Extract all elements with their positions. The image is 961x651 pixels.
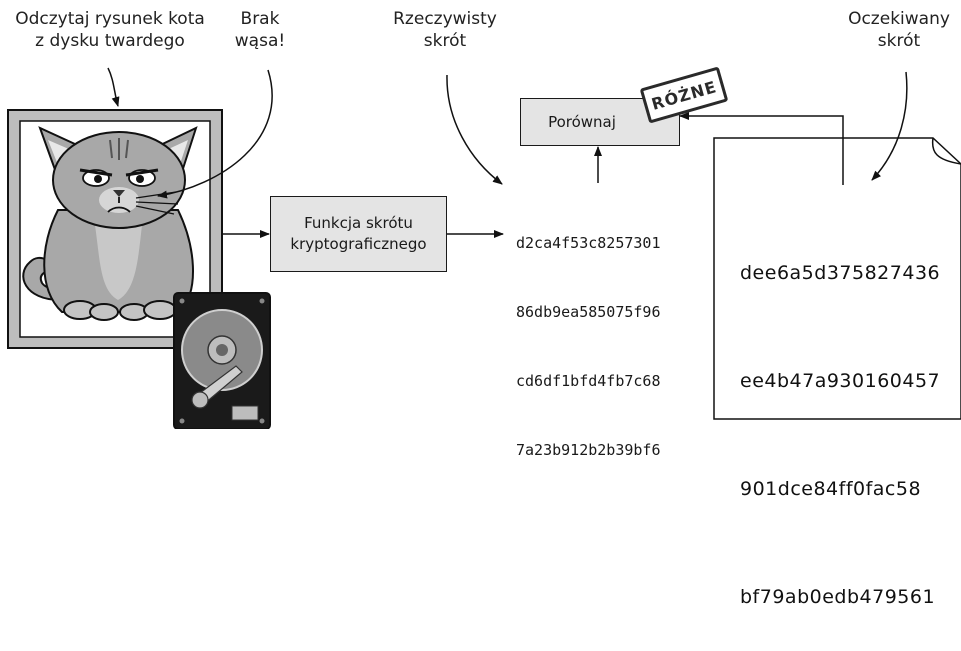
expected-hash-line: 901dce84ff0fac58 bbox=[740, 478, 922, 500]
hard-drive-icon bbox=[173, 292, 271, 429]
actual-hash-line: 7a23b912b2b39bf6 bbox=[516, 441, 661, 459]
label-actual-hash: Rzeczywisty skrót bbox=[393, 9, 497, 51]
callout-arrows bbox=[107, 67, 908, 199]
hash-function-box: Funkcja skrótu kryptograficznego bbox=[270, 196, 447, 272]
label-expected-hash: Oczekiwany skrót bbox=[848, 9, 950, 51]
expected-hash-line: dee6a5d375827436 bbox=[740, 262, 941, 284]
hash-function-label: Funkcja skrótu kryptograficznego bbox=[290, 214, 427, 253]
expected-hash-line: ee4b47a930160457 bbox=[740, 370, 941, 392]
actual-hash-line: 86db9ea585075f96 bbox=[516, 303, 661, 321]
label-read-cat: Odczytaj rysunek kota z dysku twardego bbox=[15, 9, 205, 51]
expected-hash-value: dee6a5d375827436 ee4b47a930160457 901dce… bbox=[740, 183, 940, 651]
diagram-drawing bbox=[7, 67, 961, 429]
actual-hash-value: d2ca4f53c8257301 86db9ea585075f96 cd6df1… bbox=[516, 186, 661, 485]
actual-hash-line: d2ca4f53c8257301 bbox=[516, 234, 661, 252]
actual-hash-line: cd6df1bfd4fb7c68 bbox=[516, 372, 661, 390]
label-no-whisker: Brak wąsa! bbox=[234, 9, 286, 51]
document-icon bbox=[713, 137, 961, 420]
expected-hash-line: bf79ab0edb479561 bbox=[740, 586, 936, 608]
flow-arrows bbox=[222, 112, 844, 238]
compare-label: Porównaj bbox=[548, 113, 616, 131]
